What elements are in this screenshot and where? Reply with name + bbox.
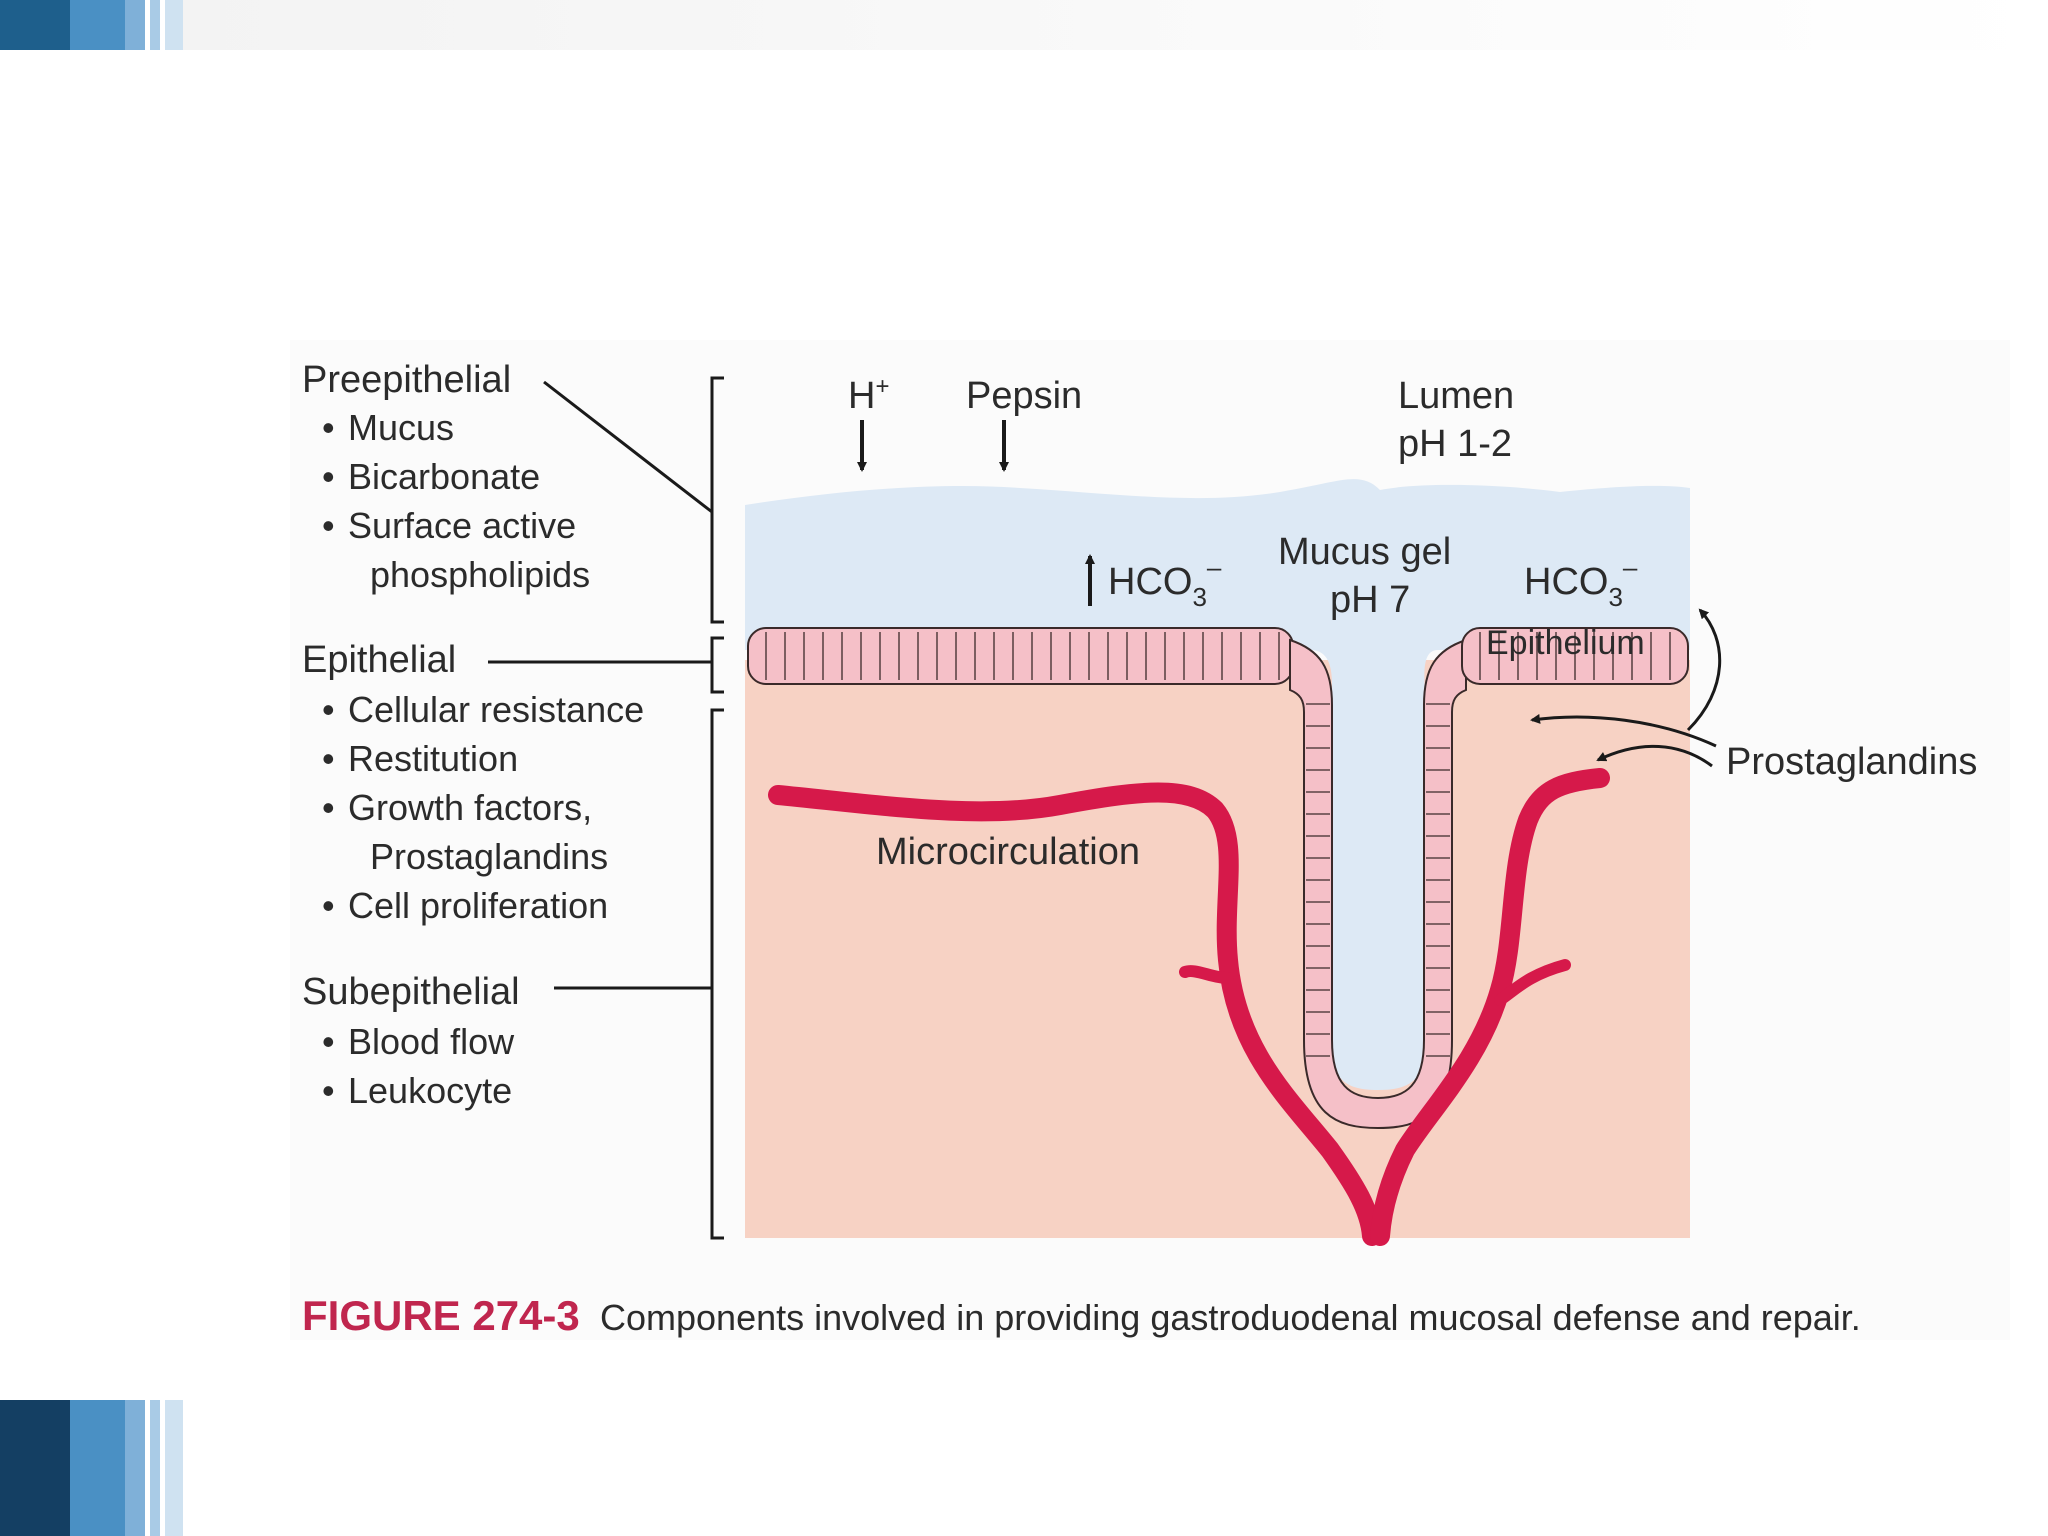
- caption-text: Components involved in providing gastrod…: [600, 1297, 1861, 1338]
- vessel-branch-left: [1179, 965, 1234, 984]
- deco-bar-dark: [0, 1400, 70, 1536]
- epithelium-layer: [747, 627, 1689, 1130]
- lumen-labels: H+ Pepsin Lumen pH 1-2 Mucus gel pH 7 HC…: [848, 373, 1977, 873]
- deco-bar-light: [125, 0, 145, 50]
- list-item: Cellular resistance: [348, 689, 644, 730]
- bracket-preepithelial: [710, 376, 724, 624]
- list-item: Leukocyte: [348, 1070, 512, 1111]
- pepsin-label: Pepsin: [966, 375, 1082, 417]
- left-panel: Preepithelial • Mucus • Bicarbonate • Surface…: [302, 359, 644, 1111]
- prostaglandin-arrows: [1530, 608, 1722, 768]
- list-item: Growth factors,: [348, 787, 592, 828]
- leader-preepithelial: [543, 380, 713, 514]
- bullet-mark: •: [322, 787, 335, 828]
- list-item: Surface active: [348, 505, 576, 546]
- bracket-epithelial: [710, 636, 724, 694]
- epithelial-heading: Epithelial: [302, 639, 456, 681]
- lumen-label: Lumen: [1398, 375, 1514, 417]
- deco-bar-mid: [70, 1400, 125, 1536]
- hco3-right-label: HCO3–: [1524, 552, 1638, 612]
- deco-bar-dark: [0, 0, 70, 50]
- epithelial-cells: [765, 632, 1671, 1057]
- list-item: Mucus: [348, 407, 454, 448]
- prostaglandins-label: Prostaglandins: [1726, 741, 1977, 783]
- bottom-left-decoration: [0, 1400, 183, 1536]
- prostaglandin-arrow-vessel: [1596, 744, 1713, 768]
- bullet-mark: •: [322, 885, 335, 926]
- bullet-mark: •: [322, 1070, 335, 1111]
- microcirculation-vessels: [768, 768, 1610, 1246]
- epithelium-left-band: [747, 627, 1294, 685]
- prostaglandin-arrow-mucosa: [1530, 713, 1717, 748]
- h-plus-label: H+: [848, 373, 889, 417]
- deco-bar-mid: [70, 0, 125, 50]
- header-strip: [183, 0, 2048, 50]
- list-item: Cell proliferation: [348, 885, 608, 926]
- bullet-mark: •: [322, 505, 335, 546]
- list-item: phospholipids: [370, 554, 590, 595]
- prostaglandin-arrow-epithelium: [1686, 608, 1722, 732]
- figure-caption: FIGURE 274-3 Components involved in prov…: [302, 1292, 1861, 1339]
- subepithelial-heading: Subepithelial: [302, 971, 520, 1013]
- list-item: Bicarbonate: [348, 456, 540, 497]
- mucus-gel-label: Mucus gel: [1278, 531, 1451, 573]
- epithelium-label: Epithelium: [1486, 624, 1645, 662]
- crypt-left-wall: [1289, 638, 1467, 1130]
- bullet-mark: •: [322, 456, 335, 497]
- list-item: Blood flow: [348, 1021, 515, 1062]
- epithelial-items: • Cellular resistance • Restitution • Growth …: [322, 689, 644, 926]
- vessel-main-left: [768, 782, 1382, 1246]
- bullet-mark: •: [322, 407, 335, 448]
- bullet-mark: •: [322, 689, 335, 730]
- subepithelial-items: • Blood flow • Leukocyte: [322, 1021, 515, 1111]
- list-item: Prostaglandins: [370, 836, 608, 877]
- top-left-decoration: [0, 0, 2048, 50]
- deco-bar-faint: [165, 0, 183, 50]
- vessel-branch-right: [1494, 959, 1571, 1006]
- microcirculation-label: Microcirculation: [876, 831, 1140, 873]
- bullet-mark: •: [322, 738, 335, 779]
- preepithelial-items: • Mucus • Bicarbonate • Surface active phospho…: [322, 407, 590, 595]
- deco-bar-light: [125, 1400, 145, 1536]
- mucus-ph-label: pH 7: [1330, 579, 1410, 621]
- deco-bar-pale: [150, 1400, 160, 1536]
- vessel-main-right: [1370, 768, 1610, 1246]
- bullet-mark: •: [322, 1021, 335, 1062]
- deco-bar-faint: [165, 1400, 183, 1536]
- brackets: [488, 376, 724, 1240]
- bracket-subepithelial: [710, 708, 724, 1240]
- preepithelial-heading: Preepithelial: [302, 359, 511, 401]
- deco-bar-pale: [150, 0, 160, 50]
- figure-number: FIGURE 274-3: [302, 1292, 580, 1339]
- list-item: Restitution: [348, 738, 518, 779]
- lumen-ph-label: pH 1-2: [1398, 423, 1512, 465]
- hco3-left-label: HCO3–: [1108, 552, 1222, 612]
